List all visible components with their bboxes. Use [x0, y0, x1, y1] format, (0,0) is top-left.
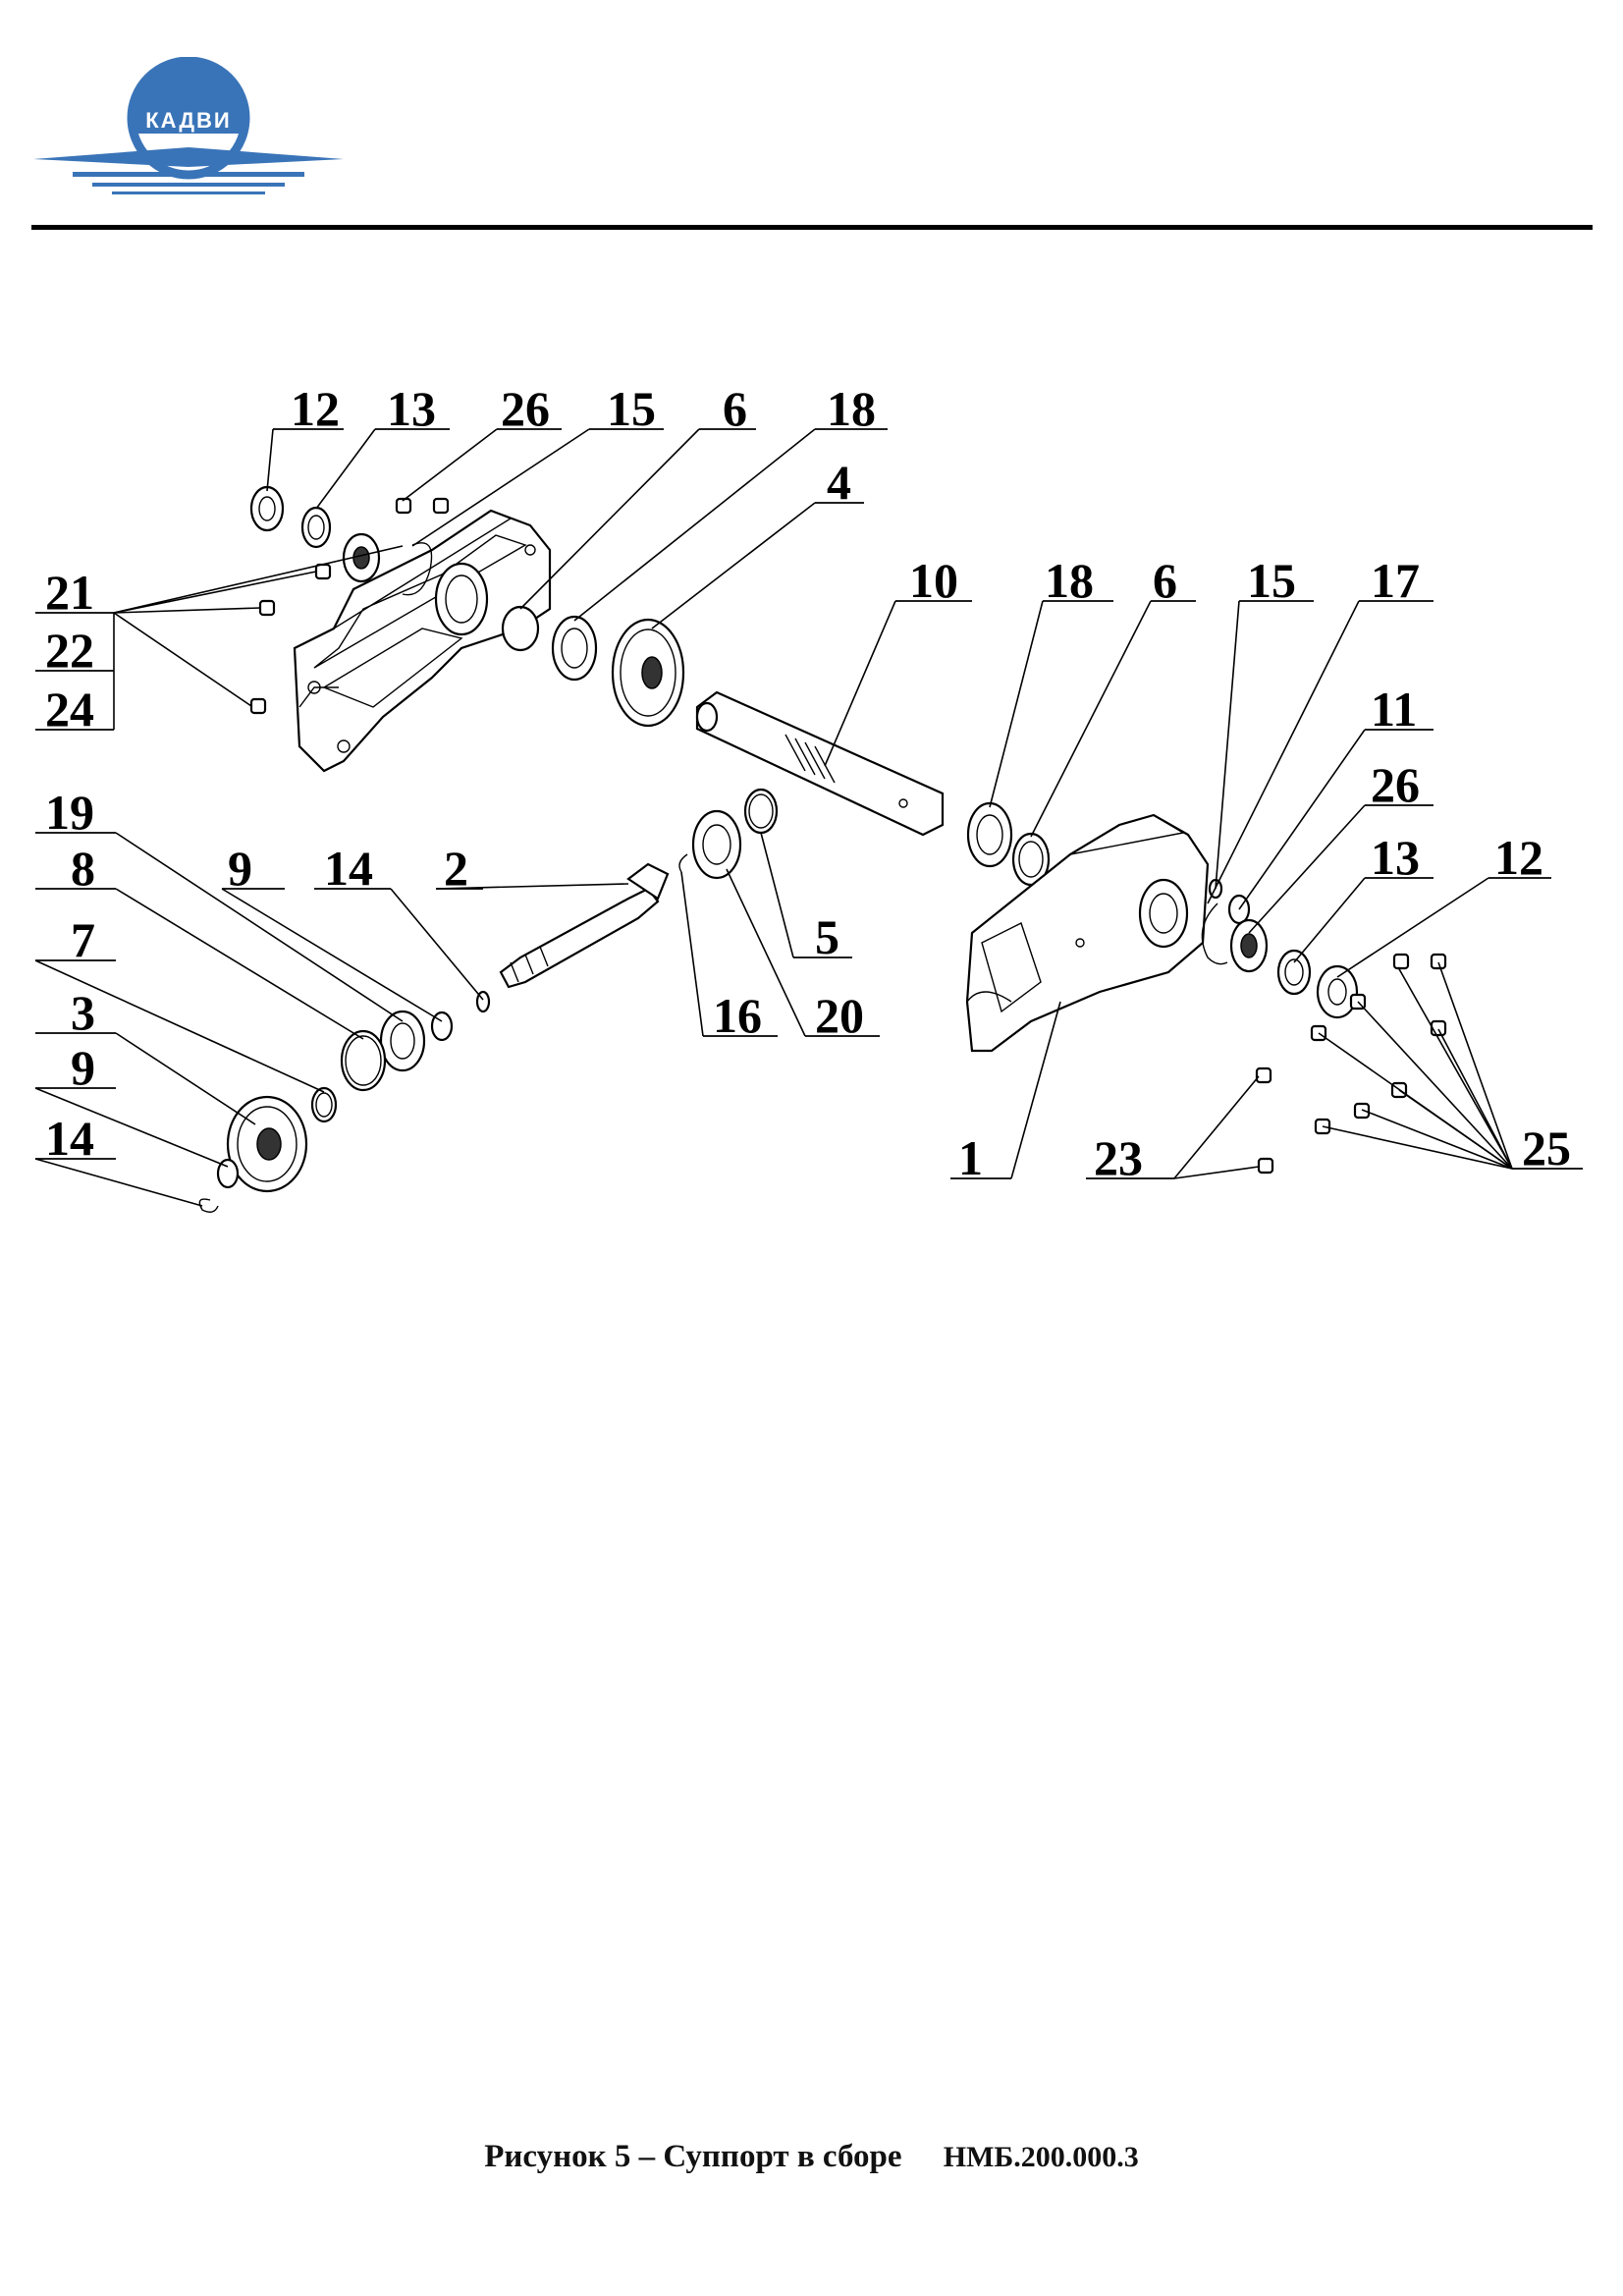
- lower-gear-group: [198, 1095, 308, 1213]
- callout-14-mid: 14: [324, 841, 373, 896]
- callout-8: 8: [71, 841, 95, 896]
- callout-12-right: 12: [1494, 830, 1543, 885]
- callout-18-top: 18: [827, 381, 876, 436]
- callout-24: 24: [45, 682, 94, 737]
- callout-9-low: 9: [71, 1040, 95, 1095]
- callout-15-top: 15: [607, 381, 656, 436]
- callout-5: 5: [815, 909, 839, 964]
- callout-11: 11: [1371, 682, 1417, 737]
- callout-21: 21: [45, 565, 94, 620]
- lower-shaft-group: [310, 862, 670, 1123]
- logo-text: КАДВИ: [145, 108, 232, 133]
- callout-15-right: 15: [1247, 553, 1296, 608]
- callout-13-right: 13: [1371, 830, 1420, 885]
- callout-26-right: 26: [1371, 757, 1420, 812]
- right-small-parts: [1201, 878, 1359, 1019]
- callout-6-top: 6: [723, 381, 747, 436]
- callout-19: 19: [45, 785, 94, 840]
- exploded-assembly-drawing: 12 13 26 15 6 18 4 21 22 24 10 18 6 15 1…: [34, 381, 1583, 1213]
- callout-7: 7: [71, 912, 95, 967]
- callout-14-low: 14: [45, 1111, 94, 1166]
- callout-13-top: 13: [387, 381, 436, 436]
- kadvi-logo: КАДВИ: [33, 57, 344, 194]
- callout-26-top: 26: [501, 381, 550, 436]
- header-rule: [31, 225, 1593, 230]
- callout-labels: 12 13 26 15 6 18 4 21 22 24 10 18 6 15 1…: [45, 381, 1571, 1185]
- parts: [198, 485, 1447, 1213]
- callout-12-top: 12: [291, 381, 340, 436]
- callout-17: 17: [1371, 553, 1420, 608]
- leaders: [34, 428, 1583, 1207]
- callout-25: 25: [1522, 1121, 1571, 1175]
- callout-10: 10: [909, 553, 958, 608]
- callout-16: 16: [713, 988, 762, 1043]
- left-housing: [293, 509, 552, 773]
- right-bearing-group: [678, 788, 1051, 887]
- callout-18-right: 18: [1045, 553, 1094, 608]
- shaft-10: [695, 690, 945, 837]
- caption-title: Рисунок 5 – Суппорт в сборе: [484, 2139, 902, 2174]
- callout-6-right: 6: [1153, 553, 1177, 608]
- caption-code: НМБ.200.000.3: [943, 2141, 1139, 2173]
- figure-caption: Рисунок 5 – Суппорт в сборе НМБ.200.000.…: [0, 2139, 1623, 2175]
- callout-3: 3: [71, 985, 95, 1040]
- callout-4: 4: [827, 455, 851, 510]
- callout-9-mid: 9: [228, 841, 252, 896]
- callout-20: 20: [815, 988, 864, 1043]
- upper-gear-group: [551, 615, 685, 728]
- callout-1: 1: [958, 1130, 983, 1185]
- callout-2: 2: [444, 841, 468, 896]
- callout-23: 23: [1094, 1130, 1143, 1185]
- callout-22: 22: [45, 623, 94, 678]
- upper-left-small-parts: [249, 485, 450, 715]
